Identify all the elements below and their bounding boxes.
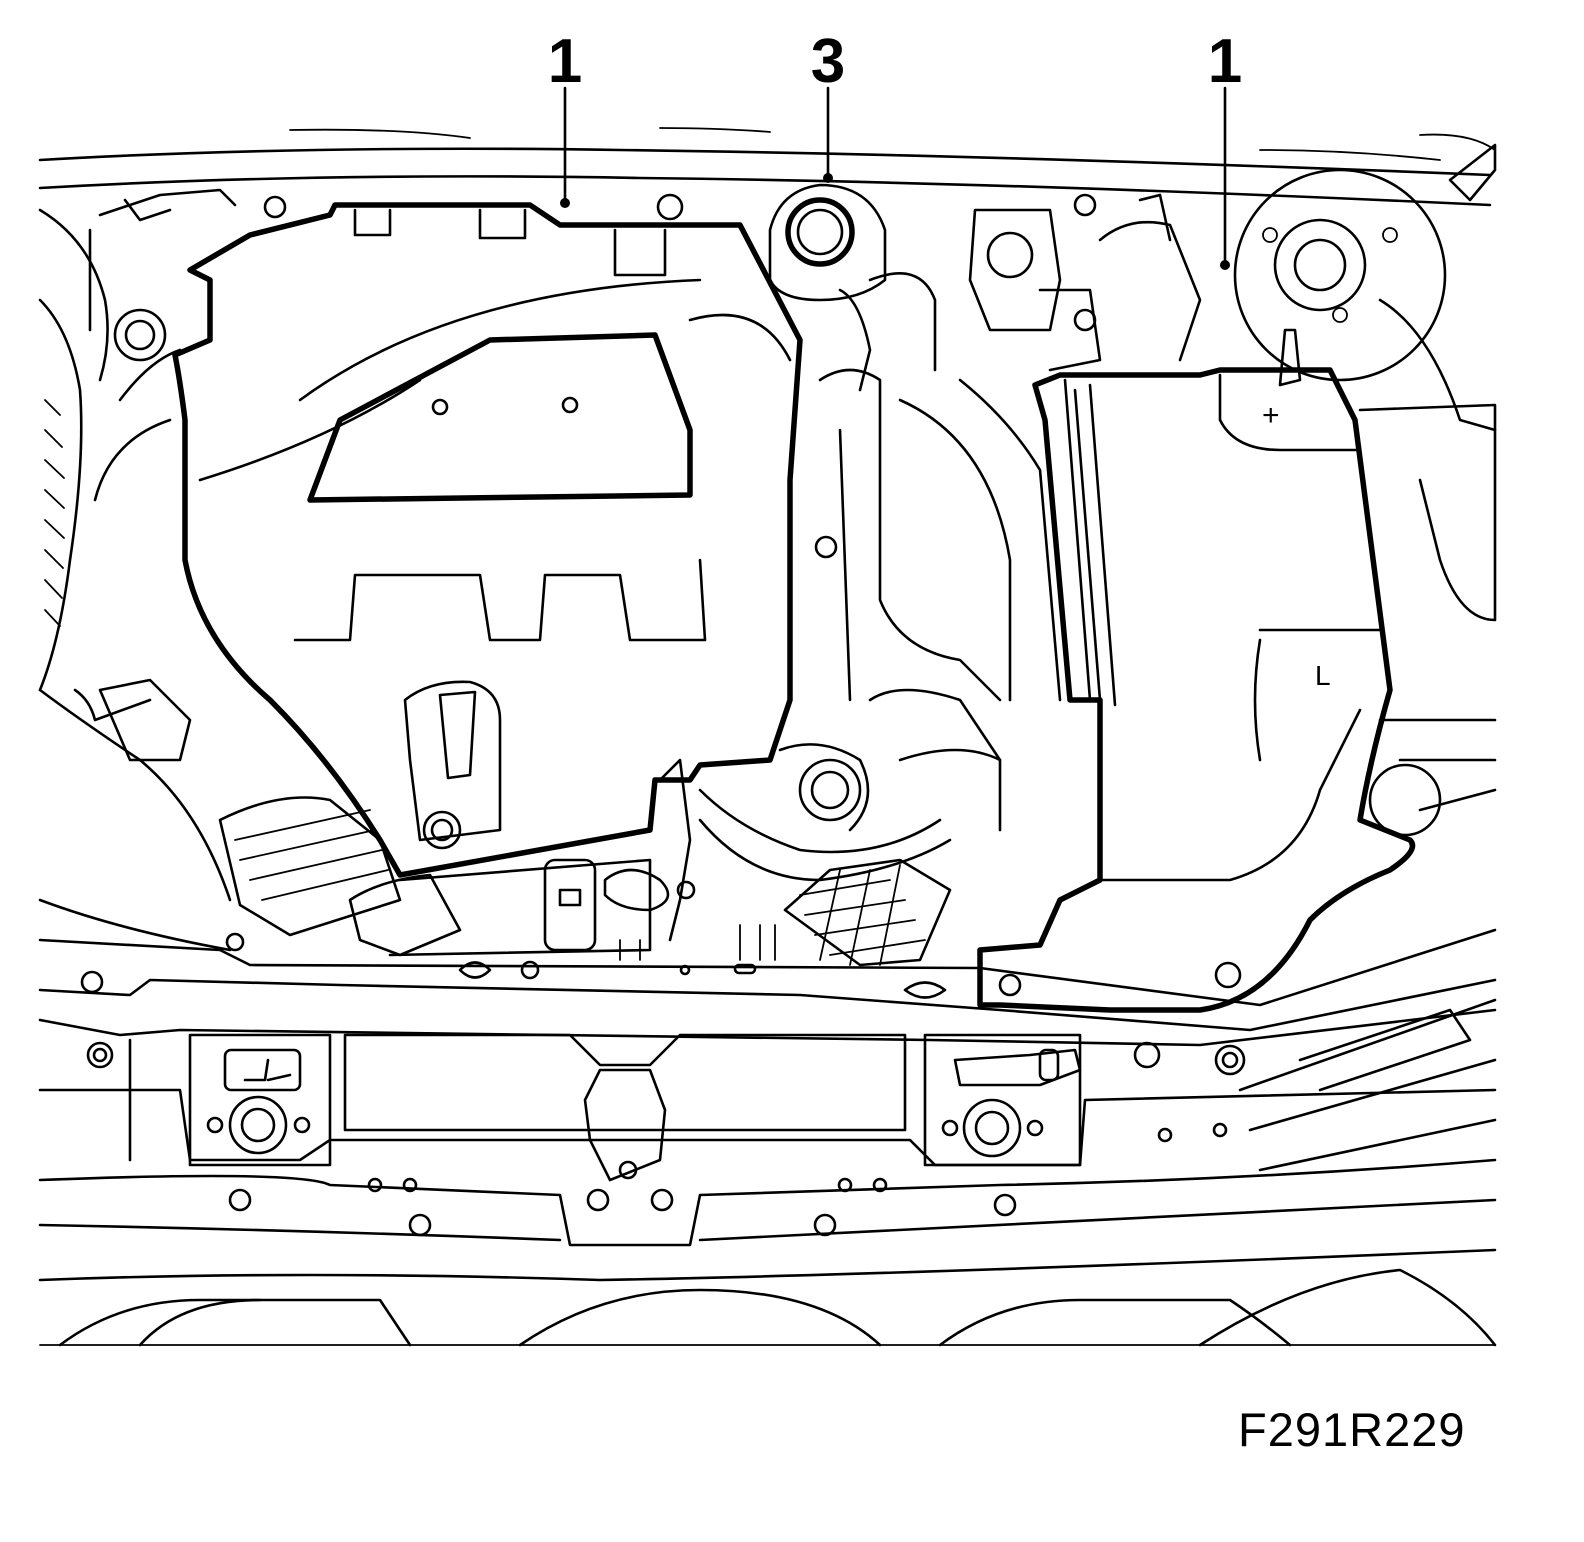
figure-code: F291R229 xyxy=(1238,1403,1466,1456)
front-bumper xyxy=(38,998,1497,1347)
battery-l-mark: L xyxy=(1315,660,1331,691)
cowl-panel xyxy=(38,127,1497,207)
right-engine-parts xyxy=(898,193,1202,702)
expansion-tank xyxy=(768,183,937,392)
callout-leaders xyxy=(560,86,1230,270)
engine-cover-left xyxy=(73,202,803,937)
right-strut-tower xyxy=(1233,168,1497,837)
battery-plus-mark: + xyxy=(1262,399,1280,432)
callout-label-left-cover: 1 xyxy=(548,27,582,96)
battery-cover-right: + L xyxy=(977,367,1416,1013)
callout-label-expansion-tank: 3 xyxy=(811,27,845,96)
callout-label-right-cover: 1 xyxy=(1208,27,1242,96)
radiator-support xyxy=(38,928,1497,1182)
engine-hoses xyxy=(348,368,1002,967)
left-top-components xyxy=(88,188,684,362)
